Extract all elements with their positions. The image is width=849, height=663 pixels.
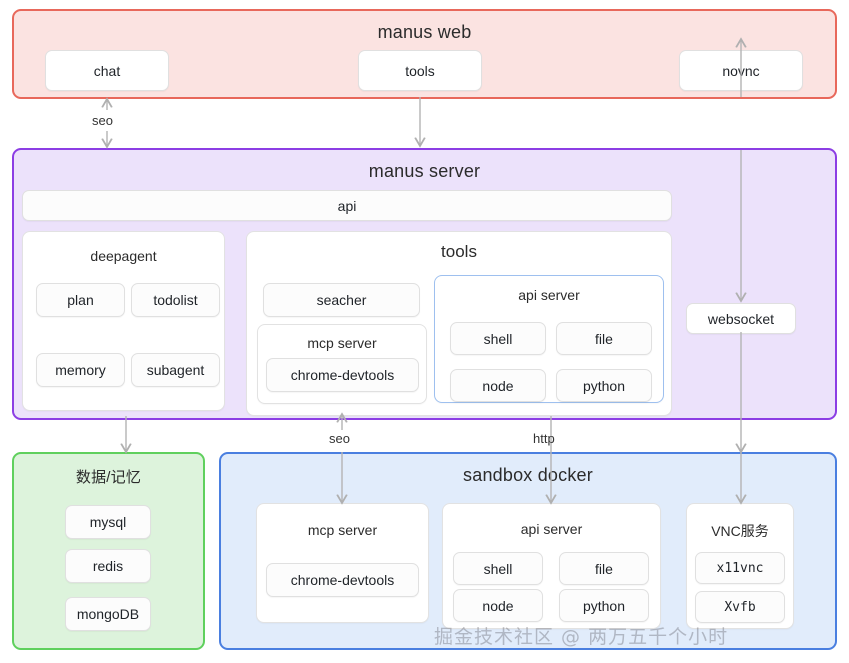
node-server-shell-label: shell — [483, 330, 513, 347]
panel-server-api-server-title: api server — [518, 287, 580, 303]
panel-server-mcp-server-title: mcp server — [307, 335, 377, 351]
node-mysql[interactable]: mysql — [65, 505, 151, 539]
node-server-shell[interactable]: shell — [450, 322, 546, 355]
node-server-chrome-devtools[interactable]: chrome-devtools — [266, 358, 419, 392]
node-server-node[interactable]: node — [450, 369, 546, 402]
manus-web-title: manus web — [377, 22, 472, 42]
panel-deepagent-title: deepagent — [90, 248, 157, 264]
watermark: 掘金技术社区 @ 两万五千个小时 — [434, 626, 729, 648]
node-chat-label: chat — [93, 62, 121, 79]
edge-label-seo-web: seo — [92, 113, 113, 128]
node-sandbox-file[interactable]: file — [559, 552, 649, 585]
node-redis-label: redis — [92, 558, 124, 574]
node-websocket[interactable]: websocket — [686, 303, 796, 334]
node-todolist[interactable]: todolist — [131, 283, 220, 317]
node-novnc[interactable]: novnc — [679, 50, 803, 91]
node-subagent-label: subagent — [146, 362, 205, 378]
node-websocket-label: websocket — [707, 310, 775, 327]
node-sandbox-chrome-devtools[interactable]: chrome-devtools — [266, 563, 419, 597]
manus-server-title: manus server — [368, 161, 481, 181]
node-web-tools-label: tools — [405, 62, 435, 79]
node-seacher-label: seacher — [316, 292, 367, 308]
node-memory-label: memory — [55, 362, 106, 378]
panel-vnc-service-title: VNC服务 — [711, 523, 769, 539]
node-mysql-label: mysql — [89, 514, 127, 530]
node-sandbox-python-label: python — [582, 597, 626, 614]
node-api-bar[interactable]: api — [22, 190, 672, 221]
node-sandbox-node-label: node — [482, 597, 514, 614]
panel-server-tools-title: tools — [441, 242, 477, 261]
node-chat[interactable]: chat — [45, 50, 169, 91]
node-sandbox-shell[interactable]: shell — [453, 552, 543, 585]
node-server-node-label: node — [482, 377, 514, 394]
edge-label-http: http — [533, 431, 555, 446]
node-sandbox-node[interactable]: node — [453, 589, 543, 622]
node-server-file-label: file — [595, 330, 613, 347]
edge-label-seo-sandbox: seo — [329, 431, 350, 446]
node-sandbox-file-label: file — [595, 560, 613, 577]
node-server-python[interactable]: python — [556, 369, 652, 402]
node-xvfb-label: Xvfb — [724, 599, 756, 615]
node-mongodb-label: mongoDB — [76, 606, 140, 622]
node-mongodb[interactable]: mongoDB — [65, 597, 151, 631]
node-server-python-label: python — [582, 377, 626, 394]
node-todolist-label: todolist — [153, 292, 198, 308]
node-x11vnc-label: x11vnc — [716, 560, 764, 576]
node-memory[interactable]: memory — [36, 353, 125, 387]
node-subagent[interactable]: subagent — [131, 353, 220, 387]
node-seacher[interactable]: seacher — [263, 283, 420, 317]
node-web-tools[interactable]: tools — [358, 50, 482, 91]
node-sandbox-chrome-devtools-label: chrome-devtools — [290, 572, 395, 588]
node-sandbox-python[interactable]: python — [559, 589, 649, 622]
panel-sandbox-mcp-server-title: mcp server — [307, 522, 378, 538]
node-server-file[interactable]: file — [556, 322, 652, 355]
node-x11vnc[interactable]: x11vnc — [695, 552, 785, 584]
node-novnc-label: novnc — [722, 62, 760, 79]
node-xvfb[interactable]: Xvfb — [695, 591, 785, 623]
node-server-chrome-devtools-label: chrome-devtools — [290, 367, 395, 383]
node-sandbox-shell-label: shell — [483, 560, 513, 577]
node-redis[interactable]: redis — [65, 549, 151, 583]
node-plan[interactable]: plan — [36, 283, 125, 317]
node-api-label: api — [337, 197, 357, 214]
panel-sandbox-api-server-title: api server — [520, 521, 583, 537]
data-memory-title: 数据/记忆 — [75, 469, 142, 486]
node-plan-label: plan — [67, 292, 94, 308]
sandbox-docker-title: sandbox docker — [463, 465, 593, 485]
